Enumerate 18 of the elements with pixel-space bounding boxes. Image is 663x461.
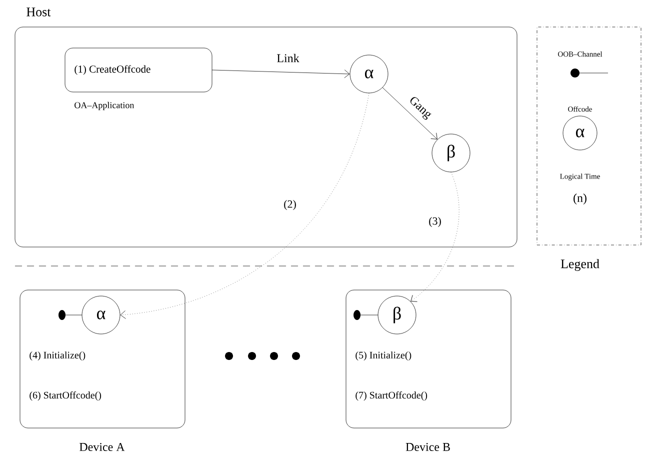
arrow: [120, 93, 370, 319]
box-label: (5) Initialize(): [356, 351, 412, 361]
box-label: (4) Initialize(): [30, 351, 86, 361]
node-label: Device B: [406, 442, 450, 452]
box-label: (1) CreateOffcode: [74, 65, 150, 75]
arrow: [382, 87, 438, 140]
box-label: Host: [26, 8, 51, 16]
node-label: Legend: [560, 259, 600, 271]
box-label: (n): [574, 194, 586, 204]
node-label: Device A: [80, 442, 125, 452]
box-label: (6) StartOffcode(): [30, 391, 102, 401]
edge-label: (3): [428, 216, 442, 228]
node-label: OA–Application: [74, 102, 134, 110]
arrow: [410, 172, 460, 302]
arrow: [212, 70, 350, 78]
box-label: (7) StartOffcode(): [356, 391, 428, 401]
edge-label: Link: [276, 52, 300, 64]
edge-label: (2): [282, 199, 298, 211]
